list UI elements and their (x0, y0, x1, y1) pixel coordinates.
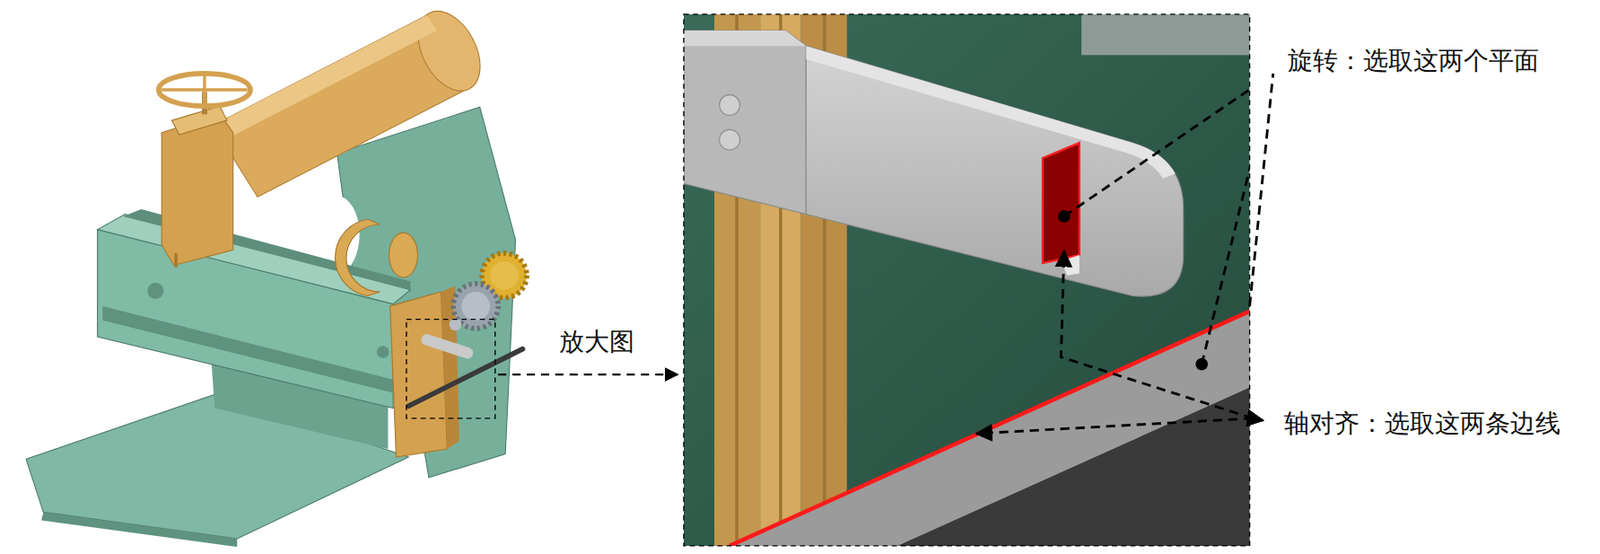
zoom-label: 放大图 (559, 327, 635, 357)
callout-label: 轴对齐：选取这两条边线 (1284, 409, 1561, 438)
zoom-frame (683, 14, 1251, 546)
callout-label: 旋转：选取这两个平面 (1287, 46, 1539, 76)
leader-line (498, 373, 678, 376)
machine (26, 0, 527, 547)
zoom-view (683, 14, 1251, 546)
leader-line (1250, 73, 1274, 307)
leader-arrow (1250, 418, 1264, 420)
